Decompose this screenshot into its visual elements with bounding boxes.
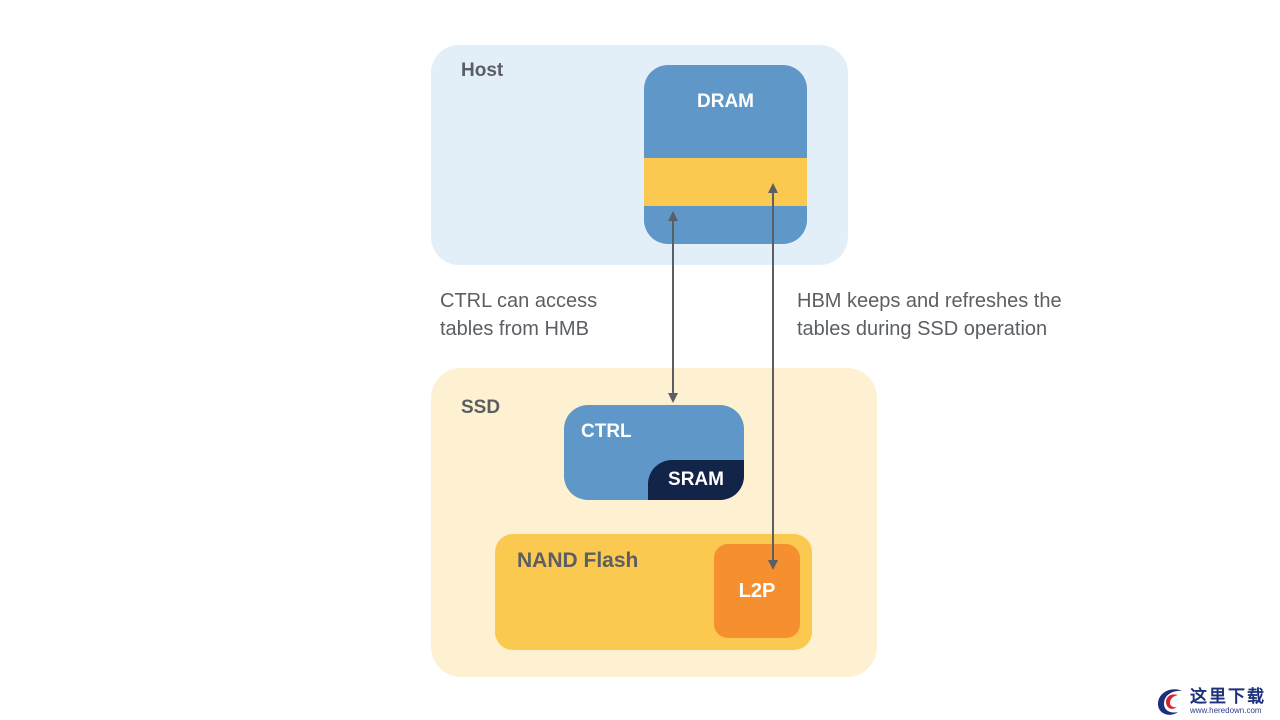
hmb-band	[644, 158, 807, 206]
watermark: 这里下载 www.heredown.com	[1152, 682, 1272, 718]
sram-label: SRAM	[668, 469, 724, 490]
caption-ctrl-access: CTRL can access tables from HMB	[440, 287, 597, 343]
sram-block: SRAM	[648, 460, 744, 500]
nand-flash-label: NAND Flash	[517, 549, 639, 572]
caption-hbm-refresh: HBM keeps and refreshes the tables durin…	[797, 287, 1062, 343]
watermark-url: www.heredown.com	[1190, 706, 1262, 715]
caption-left-line-1: CTRL can access	[440, 290, 598, 312]
l2p-block: L2P	[714, 544, 800, 638]
dram-label: DRAM	[697, 91, 754, 112]
caption-left-line-2: tables from HMB	[440, 318, 589, 340]
ctrl-block: CTRL SRAM	[564, 405, 744, 500]
l2p-label: L2P	[738, 580, 776, 602]
ssd-label: SSD	[461, 397, 501, 418]
host-label: Host	[461, 60, 504, 81]
caption-right-line-1: HBM keeps and refreshes the	[797, 290, 1062, 312]
caption-right-line-2: tables during SSD operation	[797, 318, 1048, 340]
ctrl-label: CTRL	[581, 421, 632, 442]
watermark-logo-icon	[1158, 689, 1182, 715]
watermark-text: 这里下载	[1190, 687, 1266, 707]
dram-block: DRAM	[644, 65, 807, 244]
